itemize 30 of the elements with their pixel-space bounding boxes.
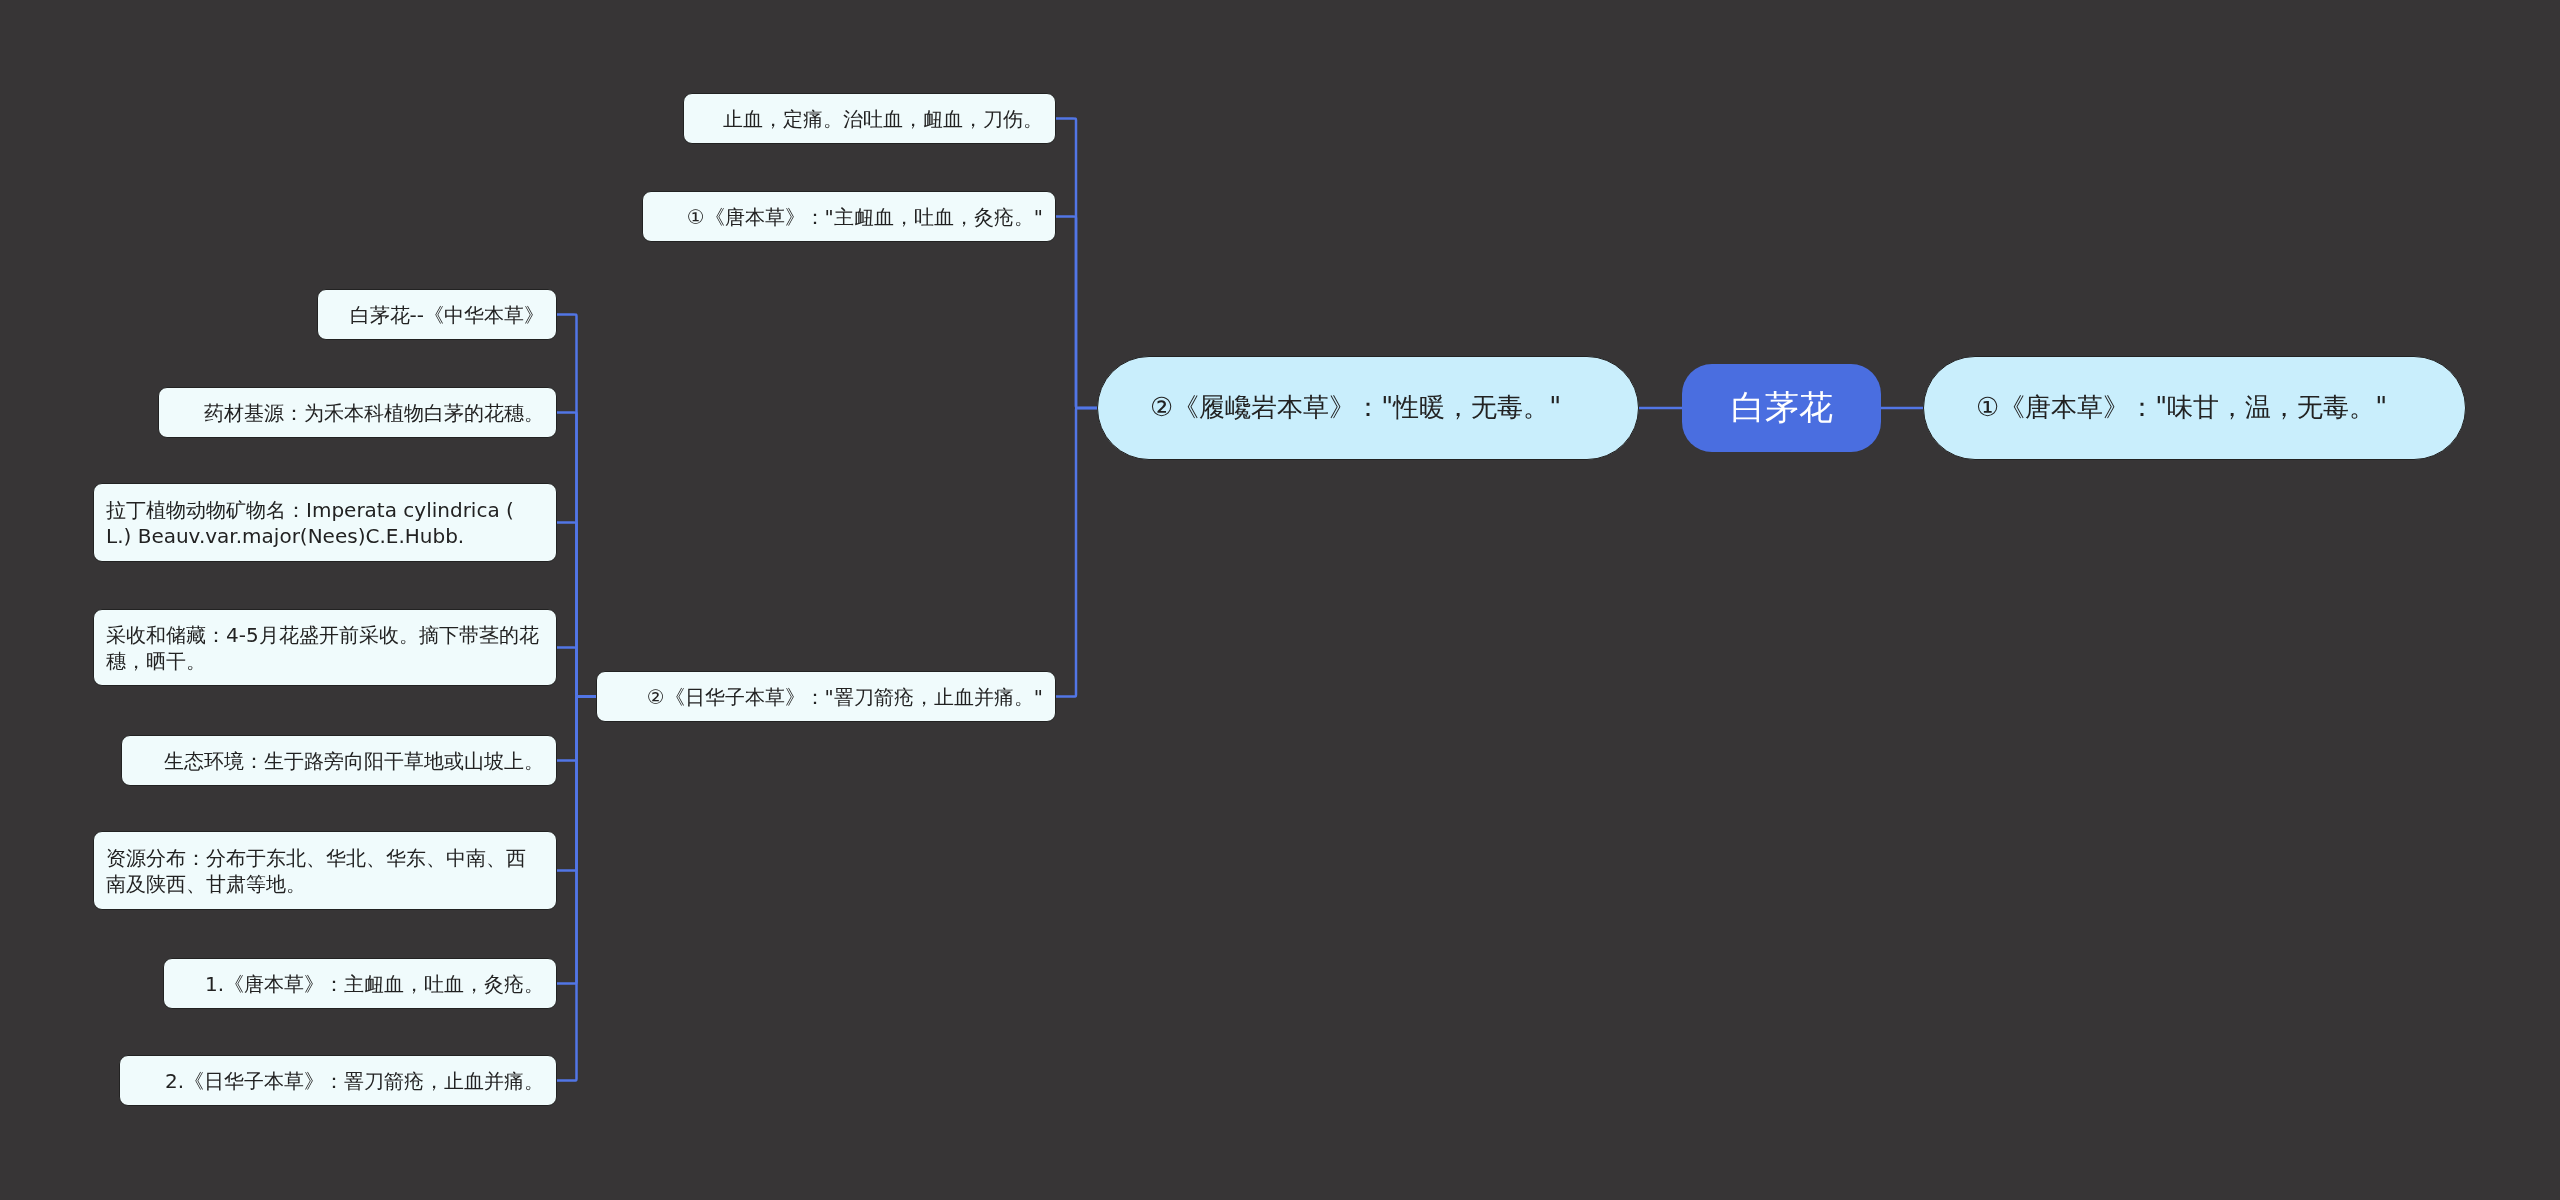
node-text: 2.《日华子本草》：罯刀箭疮，止血并痛。 <box>164 1067 544 1094</box>
connector-line <box>1639 406 1682 410</box>
node-text: ①《唐本草》："主衄血，吐血，灸疮。" <box>686 203 1043 230</box>
node-text: 药材基源：为禾本科植物白茅的花穗。 <box>204 399 544 426</box>
node-text: ①《唐本草》："味甘，温，无毒。" <box>1976 391 2388 425</box>
subtopic-node <box>93 483 557 562</box>
connector-line <box>1056 406 1097 698</box>
subtopic-node <box>683 93 1056 144</box>
node-text: 白茅花--《中华本草》 <box>349 301 544 328</box>
node-text: 资源分布：分布于东北、华北、华东、中南、西南及陕西、甘肃等地。 <box>106 844 527 897</box>
subtopic-node <box>596 671 1056 722</box>
central-topic <box>1682 364 1881 452</box>
subtopic-node <box>158 387 557 438</box>
node-text: ②《履巉岩本草》："性暖，无毒。" <box>1150 391 1562 425</box>
node-text: ②《日华子本草》："罯刀箭疮，止血并痛。" <box>646 683 1043 710</box>
subtopic-node <box>642 191 1056 242</box>
node-text: 1.《唐本草》：主衄血，吐血，灸疮。 <box>204 970 544 997</box>
subtopic-node <box>121 735 557 786</box>
connector-line <box>557 695 596 1082</box>
connector-line <box>1881 406 1923 410</box>
node-text: 生态环境：生于路旁向阳干草地或山坡上。 <box>164 747 544 774</box>
subtopic-node <box>317 289 557 340</box>
node-text: 止血，定痛。治吐血，衄血，刀伤。 <box>723 105 1043 132</box>
node-text: 采收和储藏：4-5月花盛开前采收。摘下带茎的花穗，晒干。 <box>106 621 540 674</box>
subtopic-node <box>163 958 557 1009</box>
node-text: 拉丁植物动物矿物名：Imperata cylindrica ( L.) Beauv.var.major(Nees)C.E.Hubb. <box>106 496 515 549</box>
node-text: 白茅花 <box>1730 386 1833 429</box>
subtopic-node <box>119 1055 557 1106</box>
subtopic-node <box>93 831 557 910</box>
subtopic-node <box>93 609 557 686</box>
